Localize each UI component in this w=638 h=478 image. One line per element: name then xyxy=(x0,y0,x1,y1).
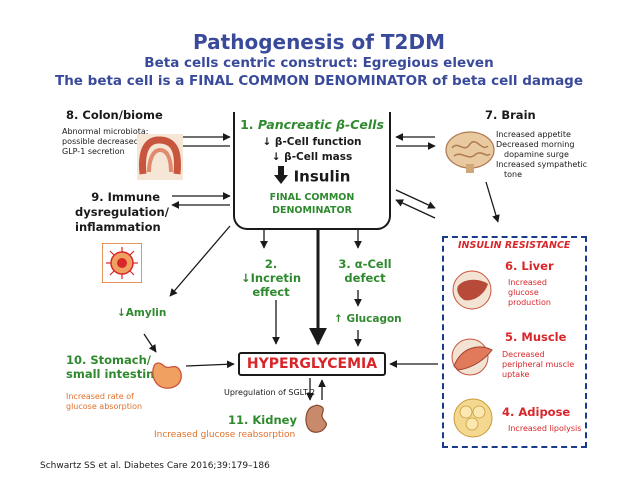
insulin-resistance-box xyxy=(442,236,587,448)
final-common-line2: DENOMINATOR xyxy=(272,205,352,216)
stomach-desc: Increased rate of glucose absorption xyxy=(66,392,143,411)
colon-image xyxy=(137,134,183,184)
kidney-label: 11. Kidney xyxy=(228,413,297,427)
subtitle-construct: Beta cells centric construct: Egregious … xyxy=(144,55,494,71)
amylin-label: ↓Amylin xyxy=(117,307,167,319)
insulin-resistance-title: INSULIN RESISTANCE xyxy=(458,240,571,251)
down-arrow-icon xyxy=(273,166,288,188)
brain-desc: Increased appetite Decreased morning dop… xyxy=(496,130,588,179)
stomach-label: 10. Stomach/ small intestine xyxy=(66,353,163,381)
kidney-desc: Increased glucose reabsorption xyxy=(154,430,296,440)
beta-cell-function: ↓ β-Cell function xyxy=(262,136,362,148)
colon-label: 8. Colon/biome xyxy=(66,108,163,122)
kidney-image xyxy=(304,404,332,438)
citation: Schwartz SS et al. Diabetes Care 2016;39… xyxy=(40,461,270,471)
muscle-desc: Decreased peripheral muscle uptake xyxy=(502,350,575,379)
colon-desc: Abnormal microbiota; possible decreased … xyxy=(62,127,149,156)
pancreatic-beta-cell-box: 1. Pancreatic β-Cells ↓ β-Cell function … xyxy=(233,112,391,230)
final-common-line1: FINAL COMMON xyxy=(269,192,355,203)
center-title: 1. Pancreatic β-Cells xyxy=(240,117,384,132)
arrow-stomach-to-hyper xyxy=(185,360,235,369)
insulin-label: Insulin xyxy=(235,166,389,188)
immune-label: 9. Immune dysregulation/ inflammation xyxy=(75,190,169,234)
muscle-label: 5. Muscle xyxy=(505,330,567,344)
arrow-resistance-to-box xyxy=(395,199,436,219)
beta-cell-mass: ↓ β-Cell mass xyxy=(271,151,353,163)
muscle-image xyxy=(448,338,496,380)
arrow-brain-to-resistance xyxy=(485,181,500,223)
arrow-amylin-to-stomach xyxy=(143,333,157,353)
sglt2-label: Upregulation of SGLT-2 xyxy=(224,388,316,397)
arrow-box-to-amylin xyxy=(169,225,231,297)
adipose-image xyxy=(452,398,494,442)
hyperglycemia-box: HYPERGLYCEMIA xyxy=(238,352,386,376)
subtitle-denominator: The beta cell is a FINAL COMMON DENOMINA… xyxy=(54,73,584,89)
adipose-label: 4. Adipose xyxy=(502,405,571,419)
page-title: Pathogenesis of T2DM xyxy=(193,30,445,54)
arrow-box-to-resistance xyxy=(395,189,436,209)
adipose-desc: Increased lipolysis xyxy=(508,424,582,433)
liver-image xyxy=(450,270,494,314)
incretin-label: 2. ↓Incretin effect xyxy=(240,257,301,299)
alpha-cell-label: 3. α-Cell defect xyxy=(338,257,392,285)
liver-label: 6. Liver xyxy=(505,259,554,273)
immune-cell-image xyxy=(101,242,143,287)
glucagon-label: ↑ Glucagon xyxy=(334,313,402,325)
brain-label: 7. Brain xyxy=(485,108,536,122)
stomach-image xyxy=(148,358,186,396)
liver-desc: Increased glucose production xyxy=(508,278,551,307)
brain-image xyxy=(444,128,496,178)
